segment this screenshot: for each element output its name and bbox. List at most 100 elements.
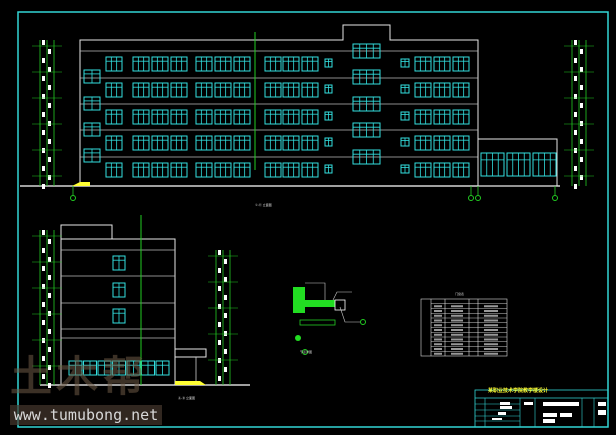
table-cell-text xyxy=(434,333,442,336)
window xyxy=(264,56,282,72)
front-elevation xyxy=(20,24,560,201)
window xyxy=(132,82,150,98)
dimension-text xyxy=(48,239,51,244)
window xyxy=(170,162,188,178)
table-cell-text xyxy=(451,338,463,341)
table-cell-text xyxy=(451,348,463,350)
dimension-text xyxy=(580,49,583,54)
axis-bubble xyxy=(468,195,474,201)
title-block xyxy=(474,389,609,428)
detail-marker xyxy=(295,335,301,341)
window xyxy=(433,109,451,125)
window xyxy=(414,162,432,178)
title-block-text xyxy=(598,410,606,415)
title-block-text xyxy=(500,406,512,409)
window xyxy=(151,109,169,125)
detail-leaders xyxy=(305,282,360,323)
dimension-text xyxy=(580,139,583,144)
window xyxy=(282,135,300,151)
window xyxy=(170,109,188,125)
table-cell-text xyxy=(484,310,498,312)
window xyxy=(151,82,169,98)
dimension-text xyxy=(42,302,45,307)
dimension-text xyxy=(42,76,45,81)
dimension-text xyxy=(48,49,51,54)
dimension-text xyxy=(574,184,577,189)
dimension-text xyxy=(48,329,51,334)
dimension-text xyxy=(42,112,45,117)
title-block-text xyxy=(560,413,572,417)
dimension-text xyxy=(42,266,45,271)
ground-marker xyxy=(175,381,206,385)
window xyxy=(151,135,169,151)
window xyxy=(170,135,188,151)
table-cell-text xyxy=(434,329,442,331)
canopy xyxy=(174,348,207,358)
dimension-text xyxy=(218,286,221,291)
window xyxy=(170,82,188,98)
table-cell-text xyxy=(451,319,463,322)
table-cell-text xyxy=(434,348,442,350)
table-cell-text xyxy=(451,329,463,331)
dimension-text xyxy=(580,67,583,72)
dimension-text xyxy=(48,347,51,352)
building-outline xyxy=(79,24,479,186)
dimension-text xyxy=(48,103,51,108)
table-cell-text xyxy=(484,343,498,346)
window xyxy=(414,109,432,125)
dimension-text xyxy=(218,268,221,273)
window xyxy=(433,82,451,98)
window xyxy=(233,135,251,151)
table-cell-text xyxy=(434,305,442,308)
dimension-text xyxy=(224,313,227,318)
title-block-text xyxy=(598,402,606,406)
dimension-text xyxy=(580,175,583,180)
table-cell-text xyxy=(434,338,442,341)
window xyxy=(433,162,451,178)
window xyxy=(195,56,213,72)
table-cell-text xyxy=(434,343,442,346)
window xyxy=(301,82,319,98)
window xyxy=(452,109,470,125)
dimension-text xyxy=(42,374,45,379)
window xyxy=(452,56,470,72)
window xyxy=(214,82,232,98)
node-detail xyxy=(293,282,366,355)
table-title: 门窗表 xyxy=(455,292,465,296)
table-cell-text xyxy=(484,305,498,308)
table-cell-text xyxy=(434,314,442,317)
dimension-text xyxy=(224,349,227,354)
dimension-text xyxy=(48,365,51,370)
table-cell-text xyxy=(434,319,442,322)
window xyxy=(414,135,432,151)
window xyxy=(452,82,470,98)
table-cell-text xyxy=(451,305,463,308)
table-cell-text xyxy=(484,329,498,331)
table-cell-text xyxy=(451,333,463,336)
window xyxy=(433,135,451,151)
title-block-text xyxy=(500,402,510,405)
table-cell-text xyxy=(451,343,463,346)
window xyxy=(132,109,150,125)
window xyxy=(105,56,123,72)
window xyxy=(414,82,432,98)
axis-bubble xyxy=(475,195,481,201)
dimension-text xyxy=(218,304,221,309)
dimension-text xyxy=(48,275,51,280)
door-window-table xyxy=(420,298,508,357)
dimension-text xyxy=(42,40,45,45)
dimension-text xyxy=(42,284,45,289)
table-cell-text xyxy=(484,324,498,327)
dimension-text xyxy=(48,257,51,262)
frame-border xyxy=(17,11,609,428)
dimension-text xyxy=(42,356,45,361)
window xyxy=(233,56,251,72)
dimension-text xyxy=(48,311,51,316)
dimension-text xyxy=(580,157,583,162)
slab-section xyxy=(305,300,335,307)
window xyxy=(264,162,282,178)
dimension-columns xyxy=(32,40,594,388)
axis-bubble xyxy=(360,319,366,325)
window xyxy=(170,56,188,72)
